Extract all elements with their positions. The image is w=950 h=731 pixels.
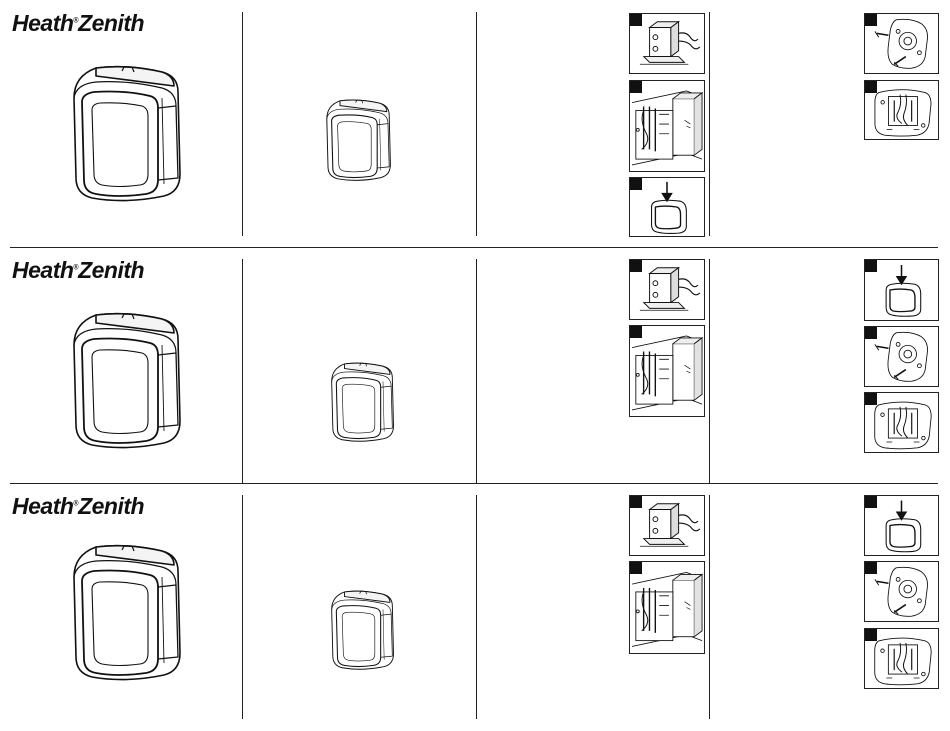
step-badge bbox=[630, 178, 642, 190]
step-badge bbox=[630, 260, 642, 272]
chime-cover-icon bbox=[66, 62, 186, 208]
step-badge bbox=[865, 260, 877, 272]
chime-cover-icon bbox=[66, 309, 186, 455]
step-figure-chime-base bbox=[864, 392, 939, 453]
step-badge bbox=[630, 81, 642, 93]
step-badge bbox=[865, 327, 877, 339]
step-figure-chime-base bbox=[864, 628, 939, 689]
column-divider bbox=[242, 259, 243, 483]
column-divider bbox=[709, 12, 710, 236]
chime-cover-icon bbox=[66, 541, 186, 687]
brand-logo: Heath®Zenith bbox=[12, 257, 144, 284]
step-figure-transformer bbox=[629, 495, 705, 556]
step-badge bbox=[630, 326, 642, 338]
step-figure-junction-box bbox=[629, 80, 705, 172]
column-divider bbox=[242, 495, 243, 719]
step-figure-junction-box bbox=[629, 561, 705, 654]
step-figure-chime-base bbox=[864, 80, 939, 140]
instruction-strip-1: Heath®Zenith bbox=[0, 0, 950, 236]
instruction-strip-3: Heath®Zenith bbox=[0, 483, 950, 719]
step-badge bbox=[865, 629, 877, 641]
column-divider bbox=[242, 12, 243, 236]
step-figure-transformer bbox=[629, 13, 705, 74]
instruction-strip-2: Heath®Zenith bbox=[0, 247, 950, 483]
chime-cover-icon bbox=[322, 96, 394, 186]
column-divider bbox=[709, 495, 710, 719]
column-divider bbox=[476, 12, 477, 236]
step-badge bbox=[865, 562, 877, 574]
brand-logo: Heath®Zenith bbox=[12, 493, 144, 520]
step-figure-press-cover bbox=[864, 495, 939, 556]
step-figure-junction-box bbox=[629, 325, 705, 417]
step-figure-transformer bbox=[629, 259, 705, 320]
step-badge bbox=[865, 496, 877, 508]
step-figure-press-cover bbox=[864, 259, 939, 321]
step-badge bbox=[630, 562, 642, 574]
chime-cover-icon bbox=[327, 359, 399, 449]
step-figure-mounting-screws bbox=[864, 561, 939, 622]
step-badge bbox=[630, 14, 642, 26]
step-badge bbox=[865, 393, 877, 405]
step-figure-mounting-screws bbox=[864, 326, 939, 387]
brand-logo: Heath®Zenith bbox=[12, 10, 144, 37]
step-badge bbox=[865, 81, 877, 93]
chime-cover-icon bbox=[327, 587, 399, 677]
step-figure-press-cover bbox=[629, 177, 705, 237]
column-divider bbox=[709, 259, 710, 483]
step-badge bbox=[630, 496, 642, 508]
column-divider bbox=[476, 495, 477, 719]
column-divider bbox=[476, 259, 477, 483]
step-badge bbox=[865, 14, 877, 26]
step-figure-mounting-screws bbox=[864, 13, 939, 74]
